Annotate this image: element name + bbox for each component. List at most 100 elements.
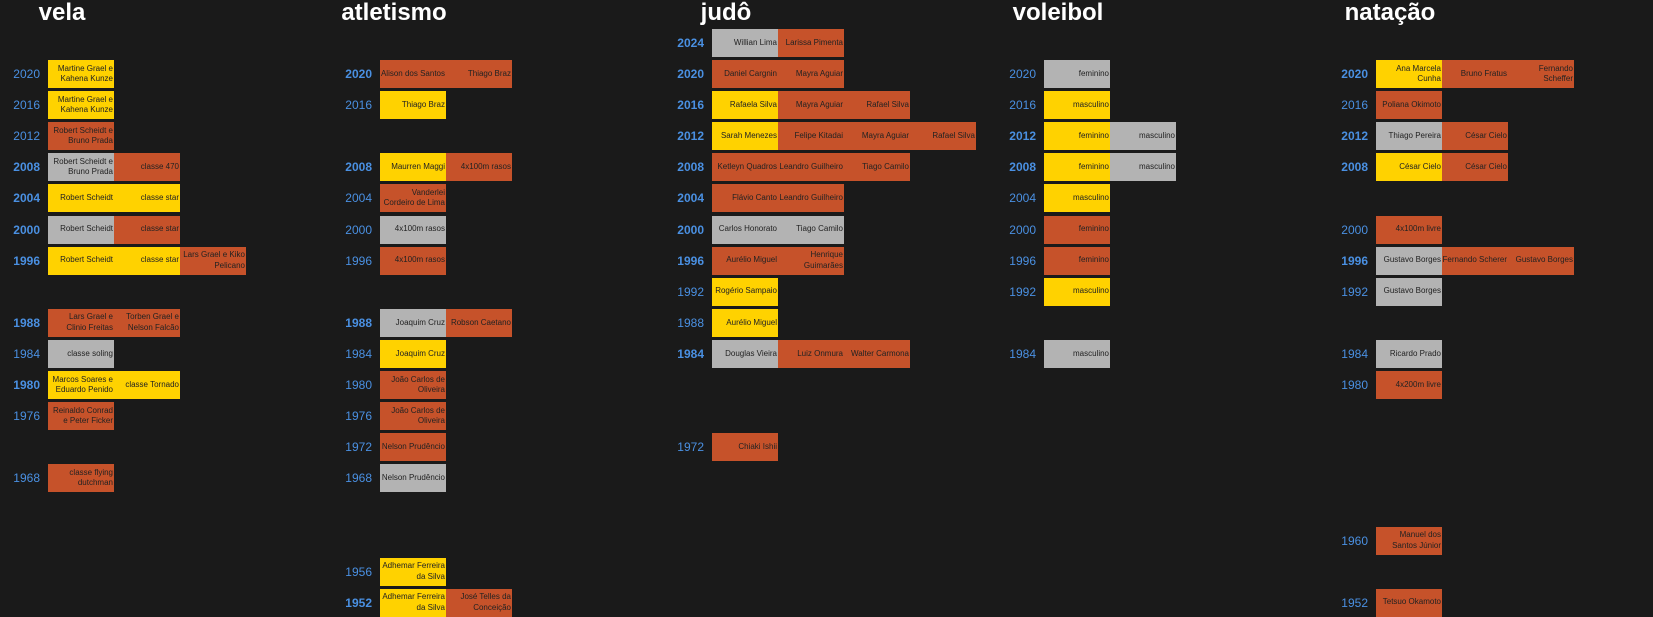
medal-gold: classe star: [114, 246, 180, 275]
year-label: 2004: [1009, 191, 1036, 206]
year-label: 2016: [13, 98, 40, 113]
medal-label: Larissa Pimenta: [785, 37, 843, 47]
year-label: 1984: [677, 346, 704, 361]
medal-label: feminino: [1078, 130, 1109, 140]
medal-label: Mayra Aguiar: [795, 68, 843, 78]
year-label: 1972: [677, 440, 704, 455]
medal-label: Tiago Camilo: [862, 162, 909, 172]
medal-bronze: Leandro Guilheiro: [778, 153, 844, 182]
medal-label: Fernando Scherer: [1442, 255, 1507, 265]
year-label: 2004: [345, 191, 372, 206]
medal-label: feminino: [1078, 68, 1109, 78]
medal-silver: Nelson Prudêncio: [380, 464, 446, 493]
medal-label: Joaquim Cruz: [395, 317, 445, 327]
medal-label: 4x100m livre: [1395, 224, 1441, 234]
medal-gold: Thiago Braz: [380, 91, 446, 120]
medal-bronze: Gustavo Borges: [1508, 246, 1574, 275]
year-label: 2016: [1009, 98, 1036, 113]
medal-silver: Robert Scheidt: [48, 215, 114, 244]
medal-label: Robert Scheidt: [60, 224, 113, 234]
year-label: 2000: [1341, 222, 1368, 237]
medal-label: Tiago Camilo: [796, 224, 843, 234]
year-label: 2008: [677, 160, 704, 175]
medal-gold: Maurren Maggi: [380, 153, 446, 182]
medal-bronze: Mayra Aguiar: [778, 91, 844, 120]
medal-gold: Robert Scheidt: [48, 184, 114, 213]
medal-bronze: Manuel dos Santos Júnior: [1376, 526, 1442, 555]
medal-label: classe Tornado: [125, 379, 179, 389]
medal-silver: classe soling: [48, 339, 114, 368]
medal-label: Leandro Guilheiro: [779, 162, 843, 172]
medal-label: Sarah Menezes: [720, 130, 777, 140]
year-label: 1984: [13, 346, 40, 361]
medal-label: Flávio Canto: [732, 193, 777, 203]
medal-label: Alison dos Santos: [380, 68, 445, 78]
medal-label: Torben Grael e Nelson Falcão: [126, 312, 179, 332]
medal-label: Joaquim Cruz: [395, 348, 445, 358]
medal-label: Bruno Fratus: [1460, 68, 1507, 78]
medal-label: Henrique Guimarães: [803, 250, 843, 270]
year-label: 2008: [345, 160, 372, 175]
sport-title: judô: [700, 0, 752, 26]
medal-label: Robson Caetano: [450, 317, 511, 327]
medal-bronze: Tetsuo Okamoto: [1376, 588, 1442, 617]
year-label: 1992: [677, 284, 704, 299]
medal-silver: Willian Lima: [712, 28, 778, 57]
medal-gold: Joaquim Cruz: [380, 339, 446, 368]
year-label: 1988: [677, 315, 704, 330]
year-label: 2000: [677, 222, 704, 237]
year-label: 1992: [1009, 284, 1036, 299]
medal-label: classe star: [140, 255, 179, 265]
medal-bronze: Daniel Cargnin: [712, 60, 778, 88]
medal-bronze: Poliana Okimoto: [1376, 91, 1442, 120]
medal-label: classe flying dutchman: [69, 467, 113, 488]
medal-label: César Cielo: [1465, 162, 1507, 172]
medal-bronze: Robert Scheidt e Bruno Prada: [48, 122, 114, 151]
medal-label: masculino: [1072, 193, 1109, 203]
medal-bronze: Henrique Guimarães: [778, 246, 844, 275]
medal-gold: Rafaela Silva: [712, 91, 778, 120]
year-label: 1980: [345, 378, 372, 392]
medal-label: 4x200m livre: [1395, 379, 1441, 389]
medal-bronze: Luiz Onmura: [778, 339, 844, 368]
medal-label: Aurélio Miguel: [726, 255, 777, 265]
year-label: 1972: [345, 440, 372, 455]
medal-silver: 4x100m rasos: [380, 215, 446, 244]
medal-gold: Aurélio Miguel: [712, 308, 778, 337]
medal-label: 4x100m rasos: [460, 162, 511, 172]
medal-label: Ana Marcela Cunha: [1396, 63, 1441, 84]
year-label: 2012: [13, 129, 40, 144]
medal-label: Rafael Silva: [866, 99, 909, 109]
medal-silver: masculino: [1110, 122, 1176, 151]
year-label: 2012: [677, 129, 704, 144]
medal-label: Robert Scheidt e Bruno Prada: [53, 125, 113, 146]
medal-bronze: Larissa Pimenta: [778, 28, 844, 57]
medal-bronze: classe flying dutchman: [48, 464, 114, 493]
medal-bronze: 4x100m rasos: [380, 246, 446, 275]
medal-label: Robert Scheidt: [60, 255, 113, 265]
year-label: 2020: [1341, 67, 1368, 81]
medal-gold: Martine Grael e Kahena Kunze: [48, 91, 114, 120]
year-label: 1988: [13, 315, 40, 330]
medal-bronze: César Cielo: [1442, 153, 1508, 182]
year-label: 1956: [345, 564, 372, 579]
year-label: 2008: [1341, 160, 1368, 175]
year-label: 1996: [345, 253, 372, 268]
medal-label: Martine Grael e Kahena Kunze: [57, 94, 113, 115]
medal-bronze: Walter Carmona: [844, 339, 910, 368]
medal-label: masculino: [1072, 286, 1109, 296]
medal-label: classe star: [140, 224, 179, 234]
medal-gold: Martine Grael e Kahena Kunze: [48, 60, 114, 88]
medal-bronze: Aurélio Miguel: [712, 246, 778, 275]
medal-label: Martine Grael e Kahena Kunze: [57, 63, 113, 84]
medal-gold: Marcos Soares e Eduardo Penido: [48, 371, 114, 399]
medal-bronze: Alison dos Santos: [380, 60, 446, 88]
medal-gold: classe star: [114, 184, 180, 213]
medal-label: Adhemar Ferreira da Silva: [382, 592, 445, 612]
medal-gold: Sarah Menezes: [712, 122, 778, 151]
medal-bronze: João Carlos de Oliveira: [380, 402, 446, 431]
medal-label: Gustavo Borges: [1515, 255, 1573, 265]
medal-silver: Gustavo Borges: [1376, 277, 1442, 306]
medal-label: Lars Grael e Clinio Freitas: [66, 312, 113, 332]
medal-silver: Robert Scheidt e Bruno Prada: [48, 153, 114, 182]
